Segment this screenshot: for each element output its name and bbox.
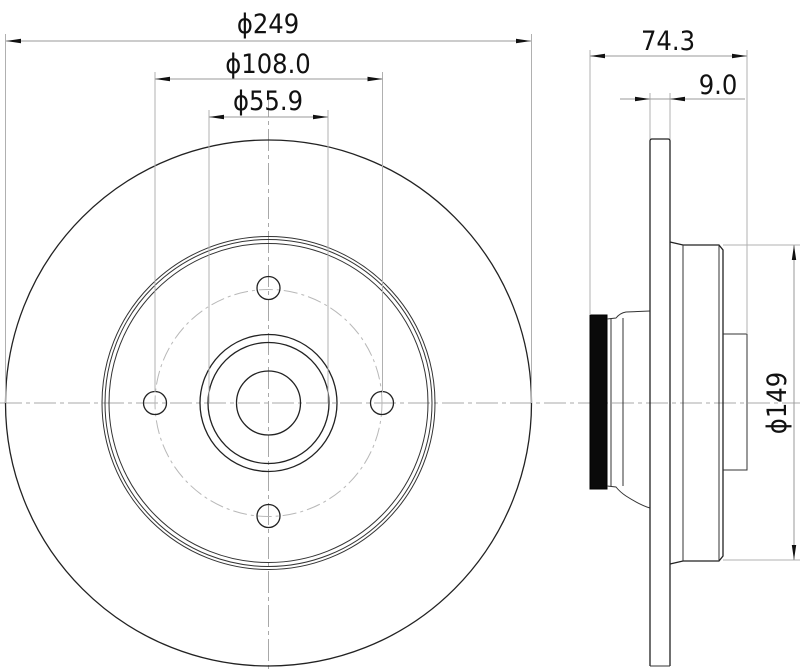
bearing-seal [589,314,608,490]
arrow-left-icon [670,96,685,102]
hub-flange-ring [199,333,338,473]
bolt-hole-top [256,275,281,301]
hub-spigot [723,333,748,471]
bolt-circle-label: ϕ108.0 [225,49,311,80]
hat-ring-outer [101,236,436,570]
total-height-label: 74.3 [641,26,695,57]
arrow-right-icon [635,96,650,102]
center-bore [235,370,302,436]
dimension-hub-diameter: ϕ149 [762,245,797,560]
hub-collar-ring [207,341,330,465]
bearing-profile [606,310,651,509]
disc-plate [649,138,671,666]
side-view: 74.3 9.0 ϕ149 [589,26,800,667]
arrow-left-icon [590,53,605,59]
hub-body [669,241,724,565]
hat-ring-middle [104,239,433,567]
arrow-left-icon [155,76,170,82]
bolt-hole-bottom [256,503,281,529]
disc-thickness-label: 9.0 [699,70,738,101]
outer-diameter-label: ϕ249 [237,9,299,40]
dimension-total-height: 74.3 [590,26,747,59]
arrow-down-icon [791,545,797,560]
bolt-circle [154,289,383,517]
dimension-bolt-circle: ϕ108.0 [155,49,383,82]
dimension-center-bore: ϕ55.9 [209,86,328,120]
dimension-outer-diameter: ϕ249 [6,9,531,44]
center-bore-label: ϕ55.9 [233,86,303,117]
dimension-disc-thickness: 9.0 [620,70,745,102]
arrow-right-icon [313,114,328,120]
arrow-left-icon [6,38,21,44]
hat-ring-inner [108,243,429,563]
arrow-left-icon [209,114,224,120]
arrow-up-icon [791,245,797,260]
arrow-right-icon [367,76,383,82]
arrow-right-icon [516,38,531,44]
front-view: ϕ249 ϕ108.0 ϕ55.9 [0,9,800,670]
hub-diameter-label: ϕ149 [762,372,793,434]
arrow-right-icon [732,53,747,59]
